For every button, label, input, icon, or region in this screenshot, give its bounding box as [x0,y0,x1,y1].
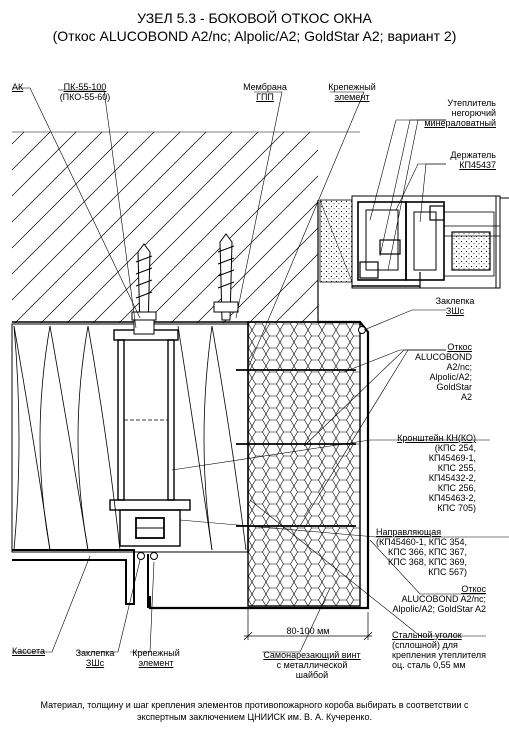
dimension-label: 80-100 мм [286,626,330,636]
label-guide-line5: КПС 567) [428,567,467,577]
window-frame-profile [351,195,509,289]
leader-lines [12,87,509,653]
label-fastener-bottom-line1: Крепежный [132,648,180,658]
label-screw: Самонарезающий винт с металлической шайб… [254,650,370,680]
label-bracket-line6: КПС 256, [437,483,476,493]
label-bracket-line1: Кронштейн КН(КО) [397,433,476,443]
label-membrane-line2: ГПП [256,92,274,102]
label-screw-line3: шайбой [295,670,329,680]
label-membrane: Мембрана ГПП [240,82,290,102]
label-fastener-bottom: Крепежный элемент [126,648,186,668]
label-pk: ПК-55-100 (ПКО-55-60) [50,82,120,102]
label-holder-line2: КП45437 [459,160,496,170]
label-slope-top-line2: ALUCOBOND [414,352,472,362]
label-bracket-line3: КП45469-1, [428,453,476,463]
label-fastener-line2: элемент [334,92,370,102]
label-plug-bottom-line1: Заклепка [75,648,115,658]
label-bracket-line2: (КПС 254, [434,443,476,453]
label-slope-top-line6: A2 [460,392,472,402]
label-cassette: Кассета [12,646,45,656]
footer-line1: Материал, толщину и шаг крепления элемен… [40,700,469,710]
label-slope-bottom-line3: Alpolic/A2; GoldStar A2 [392,604,486,614]
label-plug-right-line2: ЗШс [445,306,465,316]
self-tapping-screws [236,369,356,527]
label-fastener-bottom-line2: элемент [138,658,174,668]
label-insulation-line3: минераловатный [424,118,496,128]
label-slope-top-line4: Alpolic/A2; [429,372,472,382]
mineral-wool-loops [13,325,247,551]
label-guide: Направляющая (КП45460-1, КПС 354, КПС 36… [376,527,467,577]
label-steel-angle-line2: (сплошной) для [392,640,458,650]
label-steel-angle-line3: крепления утеплителя [392,650,486,660]
label-insulation-line1: Утеплитель [447,98,496,108]
footer-note: Материал, толщину и шаг крепления элемен… [0,699,509,723]
label-screw-line1: Самонарезающий винт [263,650,361,660]
label-plug-right-line1: Заклепка [435,296,475,306]
label-screw-line2: с металлической [276,660,348,670]
rivet-right [358,326,366,334]
label-guide-line3: КПС 366, КПС 367, [388,547,467,557]
label-slope-top-line5: GoldStar [436,382,472,392]
label-holder-line1: Держатель [450,150,496,160]
label-slope-bottom: Откос ALUCOBOND A2/nc; Alpolic/A2; GoldS… [380,584,486,614]
label-bracket-line4: КПС 255, [437,463,476,473]
label-bracket-line7: КП45463-2, [428,493,476,503]
label-bracket: Кронштейн КН(КО) (КПС 254, КП45469-1, КП… [380,433,476,513]
label-pk-line1: ПК-55-100 [63,82,107,92]
label-fastener: Крепежный элемент [322,82,382,102]
cassette-profile [12,549,135,605]
slope-panel [148,320,370,610]
label-guide-line1: Направляющая [376,527,442,537]
label-insulation-line2: негорючий [451,108,496,118]
label-slope-bottom-line2: ALUCOBOND A2/nc; [401,594,486,604]
label-plug-bottom-line2: ЗШс [85,658,105,668]
label-plug-bottom: Заклепка ЗШс [72,648,118,668]
mineral-wool-layer [11,323,249,553]
rivet-bottom [137,552,145,560]
label-steel-angle-line4: оц. сталь 0,55 мм [392,660,466,670]
label-steel-angle: Стальной уголок (сплошной) для крепления… [392,630,486,670]
label-bracket-line5: КП45432-2, [428,473,476,483]
fire-insulation-block [247,321,361,607]
label-pk-line2: (ПКО-55-60) [59,92,111,102]
drawing-title: УЗЕЛ 5.3 - БОКОВОЙ ОТКОС ОКНА [137,10,372,26]
label-guide-line4: КПС 368, КПС 369, [388,557,467,567]
subframe-bracket [109,329,191,547]
label-fastener-line1: Крепежный [328,82,376,92]
rivet-bottom-2 [150,552,158,560]
drawing-subtitle: (Откос ALUCOBOND A2/nc; Alpolic/A2; Gold… [52,28,457,44]
label-ak: АК [12,82,24,92]
anchor-left [131,243,157,335]
label-holder: Держатель КП45437 [430,150,496,170]
label-guide-line2: (КП45460-1, КПС 354, [376,537,467,547]
label-insulation: Утеплитель негорючий минераловатный [410,98,496,128]
dimension-line [243,608,373,641]
footer-line2: экспертным заключением ЦНИИСК им. В. А. … [137,712,372,722]
label-bracket-line8: КПС 705) [437,503,476,513]
label-steel-angle-line1: Стальной уголок [392,630,462,640]
wall-hatch [12,132,318,323]
label-membrane-line1: Мембрана [243,82,287,92]
label-plug-right: Заклепка ЗШс [430,296,480,316]
label-slope-top-line3: A2/nc; [446,362,472,372]
label-slope-bottom-line1: Откос [461,584,486,594]
label-slope-top-line1: Откос [447,342,472,352]
label-slope-top: Откос ALUCOBOND A2/nc; Alpolic/A2; GoldS… [400,342,472,402]
